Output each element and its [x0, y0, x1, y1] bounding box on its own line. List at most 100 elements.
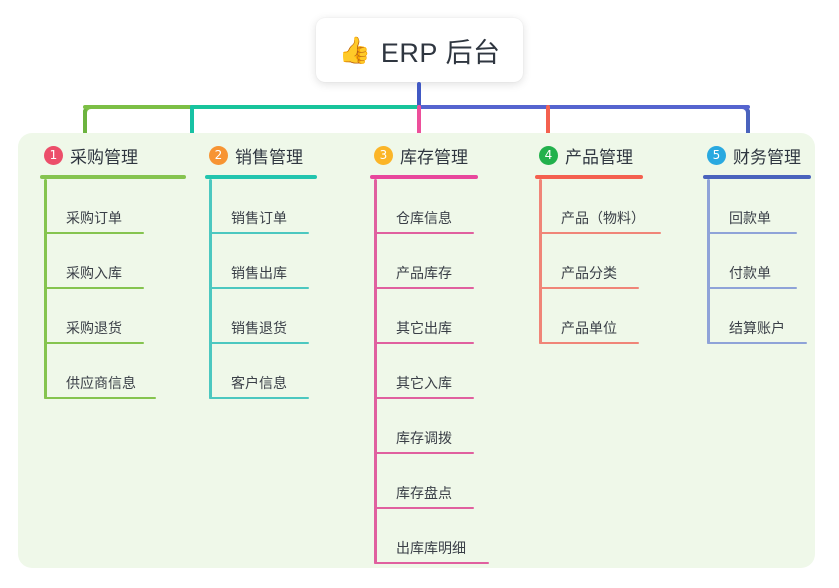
list-item[interactable]: 结算账户: [707, 289, 811, 344]
connector-bar-green: [83, 105, 194, 109]
list-item-label: 仓库信息: [396, 210, 452, 226]
column-items-5: 回款单 付款单 结算账户: [707, 179, 811, 344]
list-item[interactable]: 销售退货: [209, 289, 317, 344]
list-item-label: 销售退货: [231, 320, 287, 336]
list-item-rule: [209, 287, 309, 289]
column-badge-1: 1: [44, 145, 63, 165]
column-finance: 5 财务管理 回款单 付款单 结算账户: [703, 142, 811, 344]
root-stem-line: [417, 82, 421, 109]
column-badge-3: 3: [374, 145, 393, 165]
list-item[interactable]: 采购退货: [44, 289, 186, 344]
column-header[interactable]: 4 产品管理: [535, 142, 643, 168]
list-item-label: 客户信息: [231, 375, 287, 391]
list-item[interactable]: 客户信息: [209, 344, 317, 399]
list-item[interactable]: 其它入库: [374, 344, 478, 399]
column-spine-1: [44, 179, 47, 399]
column-product: 4 产品管理 产品（物料） 产品分类 产品单位: [535, 142, 661, 344]
list-item-rule: [374, 342, 474, 344]
diagram-panel: [18, 133, 815, 568]
column-sales: 2 销售管理 销售订单 销售出库 销售退货 客户信息: [205, 142, 317, 399]
list-item[interactable]: 付款单: [707, 234, 811, 289]
column-title-1: 采购管理: [70, 147, 138, 167]
column-title-4: 产品管理: [565, 147, 633, 167]
connector-drop-col3: [417, 105, 421, 141]
list-item[interactable]: 销售出库: [209, 234, 317, 289]
list-item[interactable]: 销售订单: [209, 179, 317, 234]
list-item-label: 其它出库: [396, 320, 452, 336]
list-item-rule: [374, 287, 474, 289]
connector-drop-col4: [546, 105, 550, 141]
connector-drop-col5: [746, 109, 750, 141]
column-items-2: 销售订单 销售出库 销售退货 客户信息: [209, 179, 317, 399]
list-item-label: 结算账户: [729, 320, 785, 336]
list-item-label: 付款单: [729, 265, 771, 281]
list-item[interactable]: 产品分类: [539, 234, 643, 289]
list-item[interactable]: 其它出库: [374, 289, 478, 344]
list-item[interactable]: 产品单位: [539, 289, 643, 344]
list-item[interactable]: 回款单: [707, 179, 811, 234]
list-item[interactable]: 出库库明细: [374, 509, 489, 564]
column-items-3: 仓库信息 产品库存 其它出库 其它入库 库存调拨 库存盘点 出库库明细: [374, 179, 489, 564]
column-title-5: 财务管理: [733, 147, 801, 167]
column-spine-3: [374, 179, 377, 564]
list-item-rule: [374, 397, 474, 399]
column-badge-2: 2: [209, 145, 228, 165]
list-item[interactable]: 仓库信息: [374, 179, 478, 234]
list-item-rule: [374, 452, 474, 454]
column-badge-4: 4: [539, 145, 558, 165]
list-item-rule: [707, 342, 807, 344]
root-node-title: ERP 后台: [380, 37, 501, 68]
column-purchasing: 1 采购管理 采购订单 采购入库 采购退货 供应商信息: [40, 142, 186, 399]
column-badge-5: 5: [707, 145, 726, 165]
column-header[interactable]: 1 采购管理: [40, 142, 186, 168]
list-item-rule: [44, 287, 144, 289]
list-item[interactable]: 供应商信息: [44, 344, 186, 399]
list-item-rule: [44, 232, 144, 234]
column-items-4: 产品（物料） 产品分类 产品单位: [539, 179, 661, 344]
list-item-rule: [209, 397, 309, 399]
list-item-rule: [707, 287, 797, 289]
connector-bar-blue: [417, 105, 750, 109]
column-spine-2: [209, 179, 212, 399]
list-item-label: 产品库存: [396, 265, 452, 281]
list-item-label: 库存盘点: [396, 485, 452, 501]
list-item[interactable]: 采购订单: [44, 179, 186, 234]
column-header-rule-4: [535, 175, 643, 179]
column-items-1: 采购订单 采购入库 采购退货 供应商信息: [44, 179, 186, 399]
list-item-rule: [374, 232, 474, 234]
list-item-label: 产品（物料）: [561, 210, 645, 226]
list-item-label: 出库库明细: [396, 540, 466, 556]
list-item-label: 其它入库: [396, 375, 452, 391]
list-item[interactable]: 产品库存: [374, 234, 478, 289]
list-item-label: 采购退货: [66, 320, 122, 336]
connector-drop-col2: [190, 105, 194, 141]
list-item[interactable]: 库存盘点: [374, 454, 478, 509]
column-header-rule-3: [370, 175, 478, 179]
column-header[interactable]: 3 库存管理: [370, 142, 478, 168]
list-item-rule: [707, 232, 797, 234]
list-item-rule: [374, 562, 489, 564]
list-item-rule: [44, 397, 156, 399]
list-item-rule: [539, 342, 639, 344]
list-item-label: 产品单位: [561, 320, 617, 336]
column-header-rule-1: [40, 175, 186, 179]
list-item[interactable]: 库存调拨: [374, 399, 478, 454]
list-item[interactable]: 产品（物料）: [539, 179, 661, 234]
column-header[interactable]: 5 财务管理: [703, 142, 811, 168]
list-item-rule: [209, 342, 309, 344]
list-item-rule: [374, 507, 474, 509]
list-item-label: 供应商信息: [66, 375, 136, 391]
column-header[interactable]: 2 销售管理: [205, 142, 317, 168]
column-title-3: 库存管理: [400, 147, 468, 167]
list-item-label: 库存调拨: [396, 430, 452, 446]
connector-drop-col1: [83, 109, 87, 141]
column-title-2: 销售管理: [235, 147, 303, 167]
list-item-rule: [209, 232, 309, 234]
list-item-rule: [539, 287, 639, 289]
list-item[interactable]: 采购入库: [44, 234, 186, 289]
column-inventory: 3 库存管理 仓库信息 产品库存 其它出库 其它入库 库存调拨 库存盘点: [370, 142, 489, 564]
column-spine-4: [539, 179, 542, 344]
root-node-card[interactable]: 👍 ERP 后台: [316, 18, 523, 82]
connector-bar-teal: [190, 105, 421, 109]
list-item-label: 采购订单: [66, 210, 122, 226]
